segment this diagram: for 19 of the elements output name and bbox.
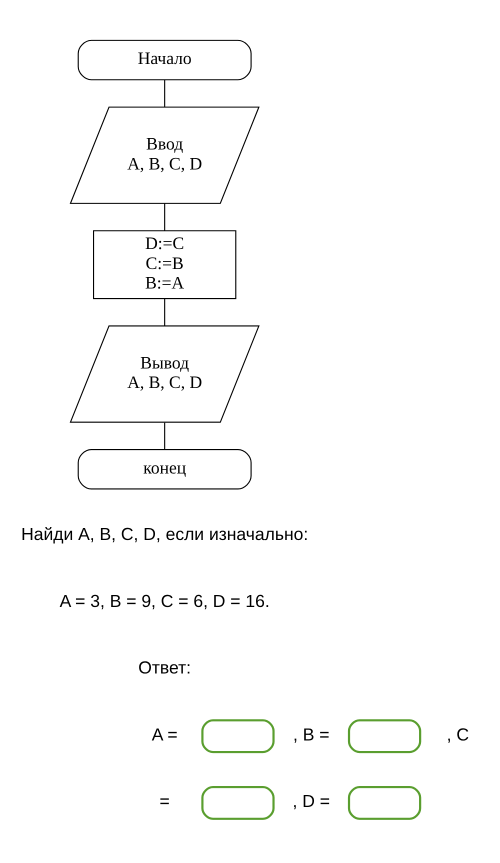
connector	[164, 80, 166, 107]
connector	[164, 422, 166, 450]
connector	[164, 298, 166, 326]
label: Ответ:	[138, 658, 192, 678]
label: A = 3, B = 9, C = 6, D = 16.	[60, 590, 270, 611]
node-box	[348, 786, 422, 820]
connector	[164, 204, 166, 231]
node-box	[201, 786, 275, 820]
label: , C	[446, 724, 470, 744]
label: A =	[152, 724, 178, 744]
label: Найди A, B, C, D, если изначально:	[21, 524, 308, 544]
node-box: конец	[78, 449, 252, 490]
label: , D =	[292, 791, 330, 812]
node-box: Начало	[78, 40, 252, 80]
node-box	[201, 719, 275, 754]
node-box	[348, 719, 422, 754]
label: , B =	[293, 724, 330, 744]
node-box: D:=C C:=B B:=A	[93, 230, 236, 300]
label: =	[160, 791, 170, 812]
